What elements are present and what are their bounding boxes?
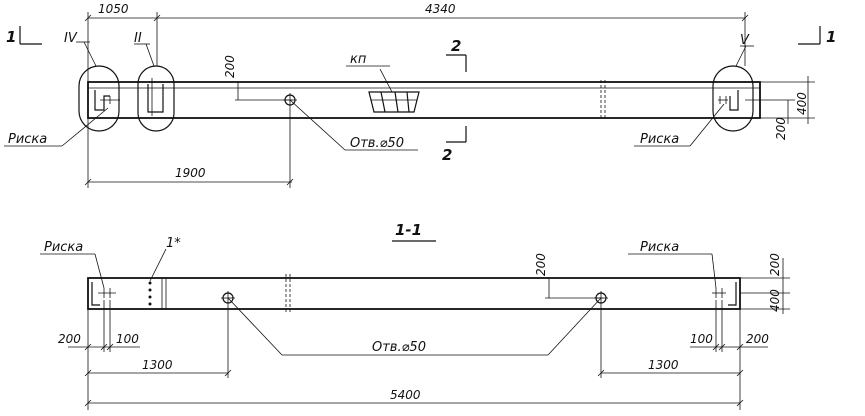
node-iv-label: IV bbox=[64, 31, 78, 46]
plan-tick bbox=[736, 369, 744, 377]
rigging-right-leader bbox=[689, 103, 725, 147]
plan-view: кп Отв.⌀50 200 1050 4340 1900 bbox=[4, 2, 836, 188]
plan-tick bbox=[153, 14, 161, 22]
plan-tick bbox=[741, 14, 749, 22]
plan-tick bbox=[100, 343, 108, 351]
node-ii-callout bbox=[137, 65, 175, 132]
section-hole-leader bbox=[227, 297, 283, 356]
section-rigging-left-leader bbox=[94, 253, 105, 289]
plan-right-end-detail bbox=[718, 90, 739, 111]
section-rigging-right-leader bbox=[711, 253, 717, 289]
section-dim-5400: 5400 bbox=[390, 388, 421, 402]
plan-dim-200-right: 200 bbox=[774, 117, 788, 140]
kp-label: кп bbox=[350, 52, 367, 67]
section-dim-200-left: 200 bbox=[58, 332, 81, 346]
section-dim-200-vert: 200 bbox=[768, 253, 782, 276]
node-iv-callout bbox=[78, 65, 120, 132]
section-right-end-fitting bbox=[728, 282, 737, 306]
plan-beam-outline bbox=[87, 81, 761, 119]
plan-dim-400: 400 bbox=[795, 92, 809, 115]
plan-tick bbox=[718, 343, 726, 351]
section-dim-400-vert: 400 bbox=[768, 289, 782, 312]
plan-dim-1900: 1900 bbox=[175, 166, 206, 180]
node-v-leader bbox=[735, 45, 747, 67]
rigging-left-label: Риска bbox=[8, 132, 47, 147]
plan-tick bbox=[84, 399, 92, 407]
section-hole-leader bbox=[547, 297, 602, 356]
section-left-end-fitting bbox=[91, 282, 100, 306]
plan-tick bbox=[84, 369, 92, 377]
plan-dim-200-left: 200 bbox=[223, 55, 237, 78]
plan-left-end-detail bbox=[94, 90, 120, 111]
node-v-callout bbox=[712, 65, 754, 132]
plan-node-ii-detail bbox=[147, 78, 164, 116]
section-1-1-view: 1-1 1* Отв.⌀50 bbox=[40, 221, 790, 410]
plan-tick bbox=[106, 343, 114, 351]
part-1-dot bbox=[148, 281, 152, 285]
section-2-label-top: 2 bbox=[451, 37, 461, 55]
plan-dim-1050: 1050 bbox=[98, 2, 129, 16]
section-1-label-left: 1 bbox=[6, 28, 16, 46]
plan-tick bbox=[712, 343, 720, 351]
part-1-dot bbox=[148, 302, 152, 306]
section-dim-100-left: 100 bbox=[116, 332, 139, 346]
plan-dim-4340: 4340 bbox=[425, 2, 456, 16]
node-v-label: V bbox=[740, 33, 750, 48]
mounting-loop bbox=[368, 68, 420, 113]
section-dim-1300-right: 1300 bbox=[648, 358, 679, 372]
plan-tick bbox=[84, 343, 92, 351]
section-rigging-left-label: Риска bbox=[44, 240, 83, 255]
plan-hole-label: Отв.⌀50 bbox=[350, 136, 404, 151]
node-iv-leader bbox=[83, 41, 97, 67]
plan-tick bbox=[84, 14, 92, 22]
part-1-dot bbox=[148, 295, 152, 299]
section-2-label-bottom: 2 bbox=[442, 146, 452, 164]
rigging-left-leader bbox=[61, 107, 109, 147]
plan-tick bbox=[84, 178, 92, 186]
section-dim-1300-left: 1300 bbox=[142, 358, 173, 372]
plan-tick bbox=[736, 343, 744, 351]
section-hole-label: Отв.⌀50 bbox=[372, 340, 426, 355]
plan-hole-leader bbox=[289, 99, 346, 151]
section-dim-200-right: 200 bbox=[746, 332, 769, 346]
plan-tick bbox=[736, 399, 744, 407]
node-ii-label: II bbox=[134, 31, 142, 46]
node-ii-leader bbox=[145, 43, 155, 67]
section-rigging-right-label: Риска bbox=[640, 240, 679, 255]
rigging-right-label: Риска bbox=[640, 132, 679, 147]
section-1-label-right: 1 bbox=[826, 28, 836, 46]
plan-tick bbox=[597, 369, 605, 377]
plan-tick bbox=[224, 369, 232, 377]
section-dim-100-right: 100 bbox=[690, 332, 713, 346]
part-1-dot bbox=[148, 288, 152, 292]
part-1-leader bbox=[149, 248, 167, 282]
plan-tick bbox=[286, 178, 294, 186]
section-1-1-title: 1-1 bbox=[395, 221, 422, 239]
section-dim-200-mid: 200 bbox=[534, 253, 548, 276]
part-1-label: 1* bbox=[166, 236, 181, 251]
section-beam-outline bbox=[87, 277, 741, 310]
